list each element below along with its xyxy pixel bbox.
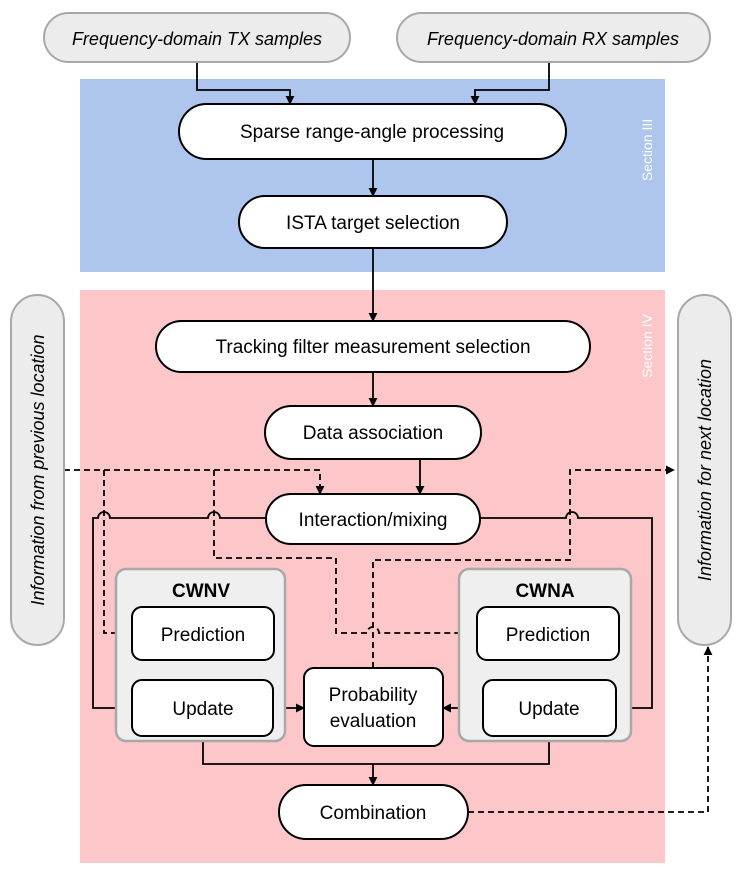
interaction-to-cwnv-update-line xyxy=(92,511,266,713)
data-association-label: Data association xyxy=(303,423,443,444)
rx-to-sparse-arrow xyxy=(470,62,550,105)
cwnv-update-box xyxy=(131,679,274,737)
tracking-selection-label: Tracking filter measurement selection xyxy=(215,337,530,358)
combination-node: Combination xyxy=(278,784,469,840)
previous-info-to-interaction-arrow xyxy=(64,469,325,495)
updates-to-combination-lines xyxy=(202,736,550,765)
sparse-processing-label: Sparse range-angle processing xyxy=(240,122,504,143)
data-association-node: Data association xyxy=(264,405,482,460)
next-location-label: Information for next location xyxy=(695,359,715,581)
interaction-to-cwna-update-line xyxy=(480,511,653,713)
cwnv-title: CWNV xyxy=(172,581,230,602)
tracking-selection-node: Tracking filter measurement selection xyxy=(155,320,591,373)
previous-location-info: Information from previous location xyxy=(10,294,65,646)
rx-samples-input: Frequency-domain RX samples xyxy=(396,12,711,63)
tx-samples-label: Frequency-domain TX samples xyxy=(72,29,322,49)
cwna-prediction-box xyxy=(476,606,620,661)
probability-evaluation-node: Probability evaluation xyxy=(303,667,444,747)
previous-location-label: Information from previous location xyxy=(28,334,48,605)
rx-samples-label: Frequency-domain RX samples xyxy=(427,29,679,49)
sparse-processing-node: Sparse range-angle processing xyxy=(178,103,567,160)
next-location-info: Information for next location xyxy=(677,294,732,646)
probability-evaluation-line2: evaluation xyxy=(330,711,417,732)
cwna-update-box xyxy=(482,679,617,737)
cwna-title: CWNA xyxy=(515,581,574,602)
ista-label: ISTA target selection xyxy=(286,213,460,234)
probability-evaluation-line1: Probability xyxy=(329,685,418,706)
section-iii-label: Section III xyxy=(639,119,655,181)
cwna-update-label: Update xyxy=(518,699,579,720)
cwnv-prediction-box xyxy=(131,606,275,661)
interaction-label: Interaction/mixing xyxy=(299,510,448,531)
prob-to-next-location-arrow xyxy=(372,465,675,668)
ista-node: ISTA target selection xyxy=(238,195,508,249)
combination-label: Combination xyxy=(320,803,427,824)
cwnv-filter: CWNV Prediction Update xyxy=(114,567,287,743)
previous-info-to-cwna-prediction-arrow xyxy=(213,470,478,638)
interaction-node: Interaction/mixing xyxy=(265,493,481,545)
section-iv-label: Section IV xyxy=(639,313,655,377)
cwnv-prediction-label: Prediction xyxy=(161,625,246,646)
cwna-prediction-label: Prediction xyxy=(506,625,591,646)
tx-to-sparse-arrow xyxy=(196,62,295,105)
cwna-filter: CWNA Prediction Update xyxy=(457,567,633,743)
combination-to-next-location-arrow xyxy=(468,646,713,813)
tx-samples-input: Frequency-domain TX samples xyxy=(43,12,351,63)
cwnv-update-label: Update xyxy=(172,699,233,720)
